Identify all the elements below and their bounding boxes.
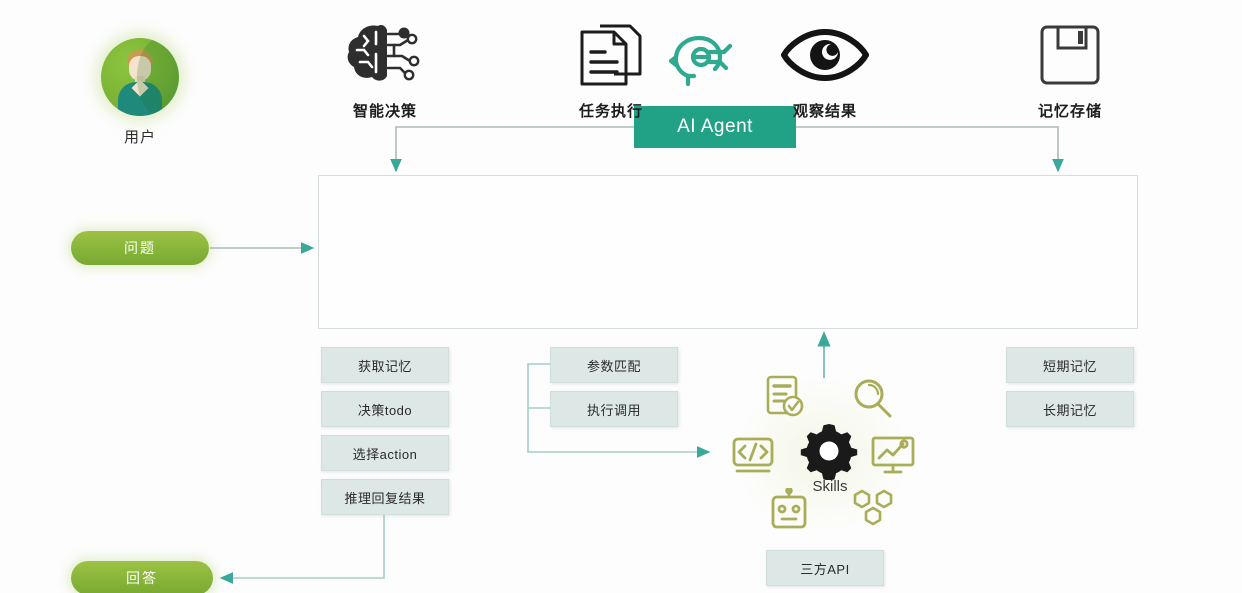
tag-reasoned-reply[interactable]: 推理回复结果: [321, 479, 449, 515]
process-node-label: 观察结果: [792, 103, 857, 120]
magnifier-icon[interactable]: [850, 376, 896, 422]
molecule-icon[interactable]: [850, 486, 896, 532]
process-container: [318, 175, 1138, 329]
tag-get-memory[interactable]: 获取记忆: [321, 347, 449, 383]
tag-label: 短期记忆: [1042, 358, 1097, 374]
tag-label: 决策todo: [357, 402, 413, 418]
tag-label: 长期记忆: [1042, 402, 1097, 418]
tag-label: 选择action: [352, 446, 418, 462]
tag-label: 推理回复结果: [344, 490, 426, 506]
question-label: 问题: [124, 240, 156, 256]
process-node-label: 记忆存储: [1037, 103, 1102, 120]
gear-icon[interactable]: [800, 422, 858, 480]
ai-head-icon: [668, 35, 733, 87]
answer-pill[interactable]: 回答: [71, 561, 213, 593]
checklist-icon[interactable]: [762, 374, 808, 420]
tag-execute-call[interactable]: 执行调用: [550, 391, 678, 427]
code-icon[interactable]: [730, 432, 776, 478]
tag-label: 执行调用: [586, 402, 641, 418]
user-avatar-icon: [101, 38, 179, 116]
skills-label: Skills: [812, 478, 848, 495]
ai-agent-box[interactable]: AI Agent: [634, 106, 796, 148]
tag-label: 参数匹配: [586, 358, 641, 374]
user-block: 用户: [98, 38, 182, 147]
process-node-observe[interactable]: 观察结果: [760, 20, 890, 121]
skills-cluster: Skills: [722, 370, 922, 540]
process-node-decision[interactable]: 智能决策: [320, 20, 450, 121]
answer-label: 回答: [126, 570, 158, 586]
floppy-disk-icon: [1005, 20, 1135, 90]
tag-decide-todo[interactable]: 决策todo: [321, 391, 449, 427]
tag-select-action[interactable]: 选择action: [321, 435, 449, 471]
tag-short-term-memory[interactable]: 短期记忆: [1006, 347, 1134, 383]
question-pill[interactable]: 问题: [71, 231, 209, 265]
user-label: 用户: [123, 129, 156, 146]
process-node-memory[interactable]: 记忆存储: [1005, 20, 1135, 121]
process-node-label: 任务执行: [578, 103, 643, 120]
process-node-task[interactable]: 任务执行: [546, 20, 676, 121]
tag-long-term-memory[interactable]: 长期记忆: [1006, 391, 1134, 427]
tag-label: 三方API: [800, 561, 850, 577]
brain-circuit-icon: [320, 20, 450, 90]
tag-third-party-api[interactable]: 三方API: [766, 550, 884, 586]
robot-icon[interactable]: [766, 488, 812, 534]
process-node-label: 智能决策: [352, 103, 417, 120]
documents-icon: [546, 20, 676, 90]
tag-param-match[interactable]: 参数匹配: [550, 347, 678, 383]
ai-agent-label: AI Agent: [677, 116, 753, 137]
chart-monitor-icon[interactable]: [870, 432, 916, 478]
tag-label: 获取记忆: [357, 358, 412, 374]
eye-icon: [760, 20, 890, 90]
